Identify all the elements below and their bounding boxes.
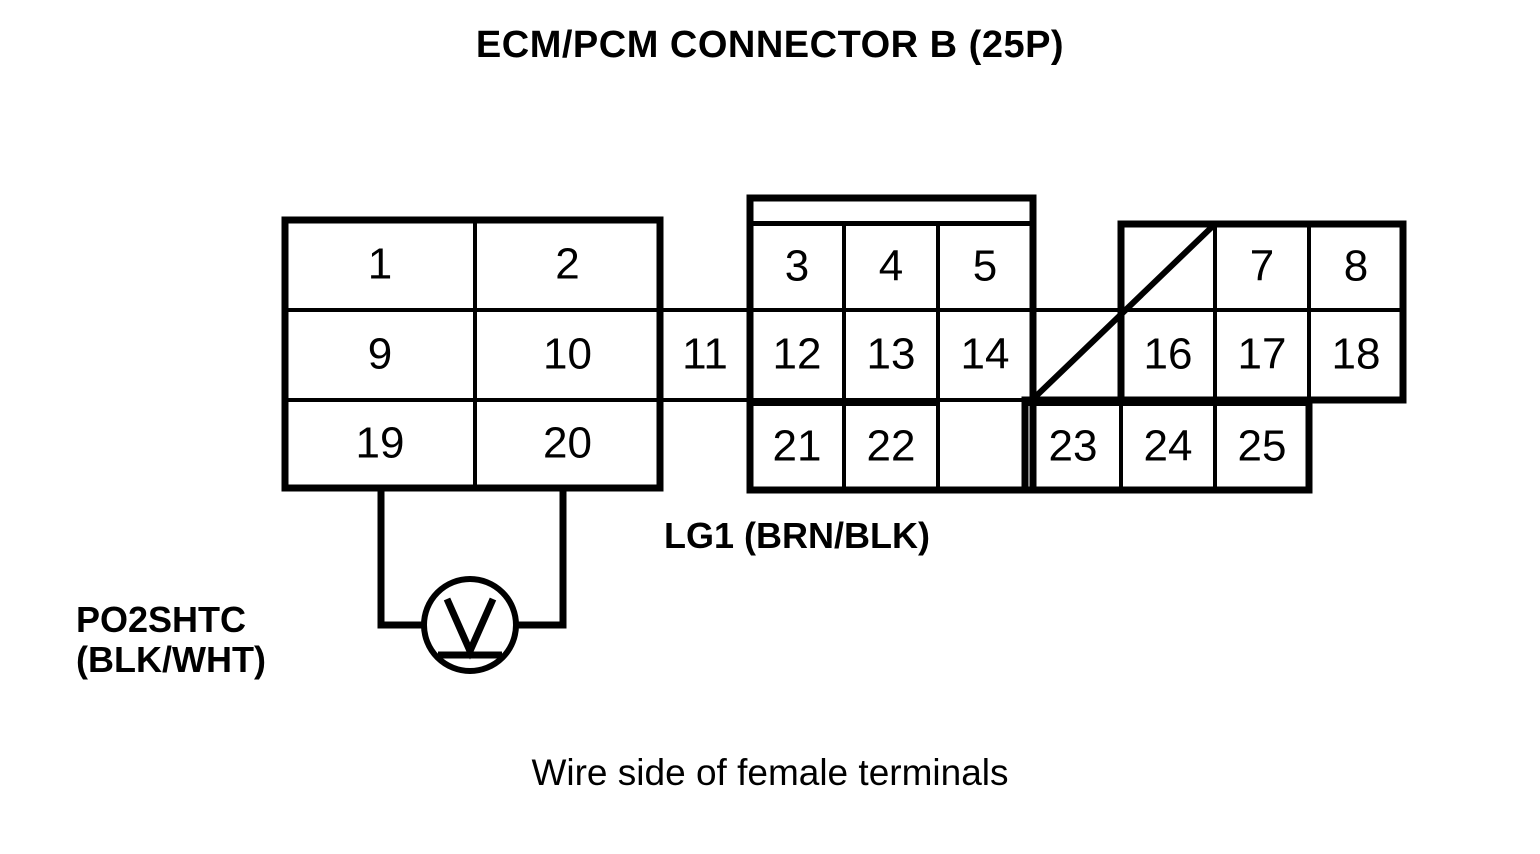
terminal-cell-13: 13	[842, 308, 940, 402]
terminal-number: 11	[682, 330, 728, 379]
terminal-number: 16	[1144, 330, 1193, 379]
terminal-cell-19: 19	[283, 398, 477, 490]
connector-outline-middle-group	[746, 194, 1037, 494]
terminal-cell-3: 3	[748, 222, 846, 312]
circuit-label-po2shtc-color: (BLK/WHT)	[76, 639, 266, 681]
terminal-number: 19	[356, 419, 405, 468]
terminal-number: 5	[973, 242, 997, 291]
terminal-cell-18: 18	[1307, 308, 1405, 402]
terminal-cell-1: 1	[283, 218, 477, 312]
terminal-cell-21: 21	[748, 402, 846, 492]
terminal-cell-7: 7	[1213, 222, 1311, 312]
terminal-cell-border	[936, 308, 1034, 402]
terminal-cell-23: 23	[1023, 402, 1123, 492]
terminal-cell-2: 2	[473, 218, 662, 312]
circuit-label-po2shtc-name: PO2SHTC	[76, 599, 247, 640]
terminal-cell-11: 11	[658, 308, 752, 402]
page-title: ECM/PCM CONNECTOR B (25P)	[475, 24, 1065, 66]
terminal-cell-17: 17	[1213, 308, 1311, 402]
circuit-label-lg1: LG1 (BRN/BLK)	[664, 515, 930, 556]
terminal-number: 4	[879, 242, 903, 291]
terminal-number: 22	[867, 422, 916, 471]
terminal-cell-border	[1023, 402, 1123, 492]
terminal-cell-12: 12	[748, 308, 846, 402]
terminal-cell-9: 9	[283, 308, 477, 402]
terminal-number: 13	[867, 330, 916, 379]
terminal-cell-22: 22	[842, 402, 940, 492]
terminal-number: 25	[1238, 422, 1287, 471]
connector-outline-left-group	[281, 216, 664, 492]
terminal-number: 3	[785, 242, 809, 291]
terminal-number: 20	[543, 419, 592, 468]
connector-tab-bar	[747, 195, 1036, 227]
voltmeter-v-glyph	[443, 597, 497, 660]
test-lead-wire-right	[512, 484, 567, 629]
test-lead-wire-left	[377, 484, 428, 629]
terminal-cell-24: 24	[1119, 402, 1217, 492]
terminal-cell-14: 14	[936, 308, 1034, 402]
voltmeter-icon	[421, 576, 519, 674]
terminal-cell-border	[842, 308, 940, 402]
terminal-cell-border	[1213, 402, 1311, 492]
terminal-cell-20: 20	[473, 398, 662, 490]
terminal-cell-border	[1119, 402, 1217, 492]
terminal-number: 10	[543, 330, 592, 379]
terminal-cell-10: 10	[473, 308, 662, 402]
terminal-number: 12	[773, 330, 822, 379]
diagram-caption: Wire side of female terminals	[531, 752, 1009, 793]
terminal-number: 24	[1144, 422, 1193, 471]
terminal-cell-16: 16	[1119, 308, 1217, 402]
terminal-number: 23	[1049, 422, 1098, 471]
terminal-cell-border	[1213, 308, 1311, 402]
terminal-number: 8	[1344, 242, 1368, 291]
terminal-number: 9	[368, 330, 392, 379]
circuit-label-po2shtc: PO2SHTC (BLK/WHT)	[76, 599, 266, 681]
terminal-number: 2	[555, 240, 579, 289]
terminal-number: 17	[1238, 330, 1287, 379]
terminal-cell-border	[283, 218, 477, 312]
terminal-cell-border	[473, 308, 662, 402]
terminal-cell-25: 25	[1213, 402, 1311, 492]
terminal-cell-5: 5	[936, 222, 1034, 312]
terminal-number: 21	[773, 422, 822, 471]
terminal-cell-border	[1307, 308, 1405, 402]
terminal-cell-8: 8	[1307, 222, 1405, 312]
terminal-number: 14	[961, 330, 1010, 379]
terminal-number: 1	[368, 240, 392, 289]
terminal-cell-border	[748, 402, 846, 492]
terminal-number: 18	[1332, 330, 1381, 379]
terminal-cell-4: 4	[842, 222, 940, 312]
blank-terminal-slash-icon	[1029, 221, 1218, 403]
connector-outline-lower-right-group	[1021, 396, 1313, 494]
terminal-number: 7	[1250, 242, 1274, 291]
